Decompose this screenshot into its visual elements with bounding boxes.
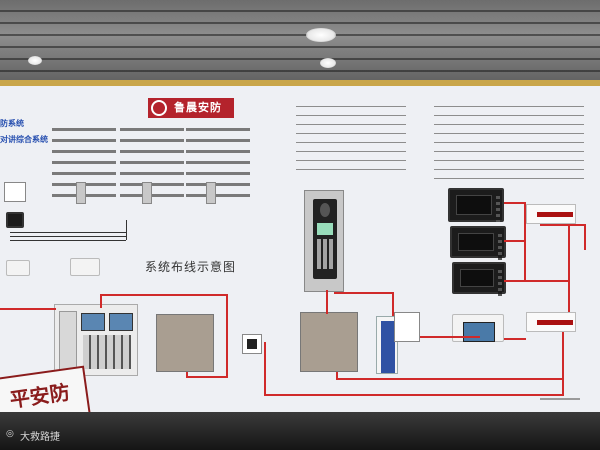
footnote-line [540,398,580,400]
left-device [4,182,26,202]
network-switch-1 [526,204,576,224]
ceiling-lamp [320,58,336,68]
unit-diagram-middle [120,120,184,200]
junction-box [394,312,420,342]
left-indoor-unit [6,260,30,276]
left-indoor-unit-2 [70,258,100,276]
left-controller [6,212,24,228]
diagram-title: 系统布线示意图 [145,258,236,275]
left-heading-1: 防系统 [0,118,24,129]
guard-unit [54,304,138,376]
watermark-text: 大救路捷 [20,432,60,443]
left-heading-2: 对讲综合系统 [0,134,48,145]
spec-text-block [434,102,584,186]
power-adapter [242,334,262,354]
indoor-monitor-1 [448,188,504,222]
logo-text: 鲁晨安防 [174,98,222,118]
spec-text-block [296,102,406,178]
wiring-display-board: 防系统 对讲综合系统 鲁晨安防 系统布线示意图 [0,86,600,412]
brand-logo: 鲁晨安防 [148,98,234,118]
network-switch-2 [526,312,576,332]
floor [0,412,600,450]
indoor-monitor-3 [452,262,506,294]
access-panel-right [300,312,358,372]
small-door-station [142,182,152,204]
unit-diagram-right [186,120,250,200]
access-panel-left [156,314,214,372]
ceiling-lamp [28,56,42,65]
ceiling-lamp [306,28,336,42]
ceiling-shutter [0,0,600,88]
watermark: ◎ 大救路捷 [8,428,60,443]
logo-emblem-icon [151,100,167,116]
small-door-station [206,182,216,204]
power-supply-label [381,321,395,373]
small-door-station [76,182,86,204]
camera-icon: ◎ [6,429,14,439]
indoor-monitor-2 [450,226,506,258]
door-station [304,190,344,292]
